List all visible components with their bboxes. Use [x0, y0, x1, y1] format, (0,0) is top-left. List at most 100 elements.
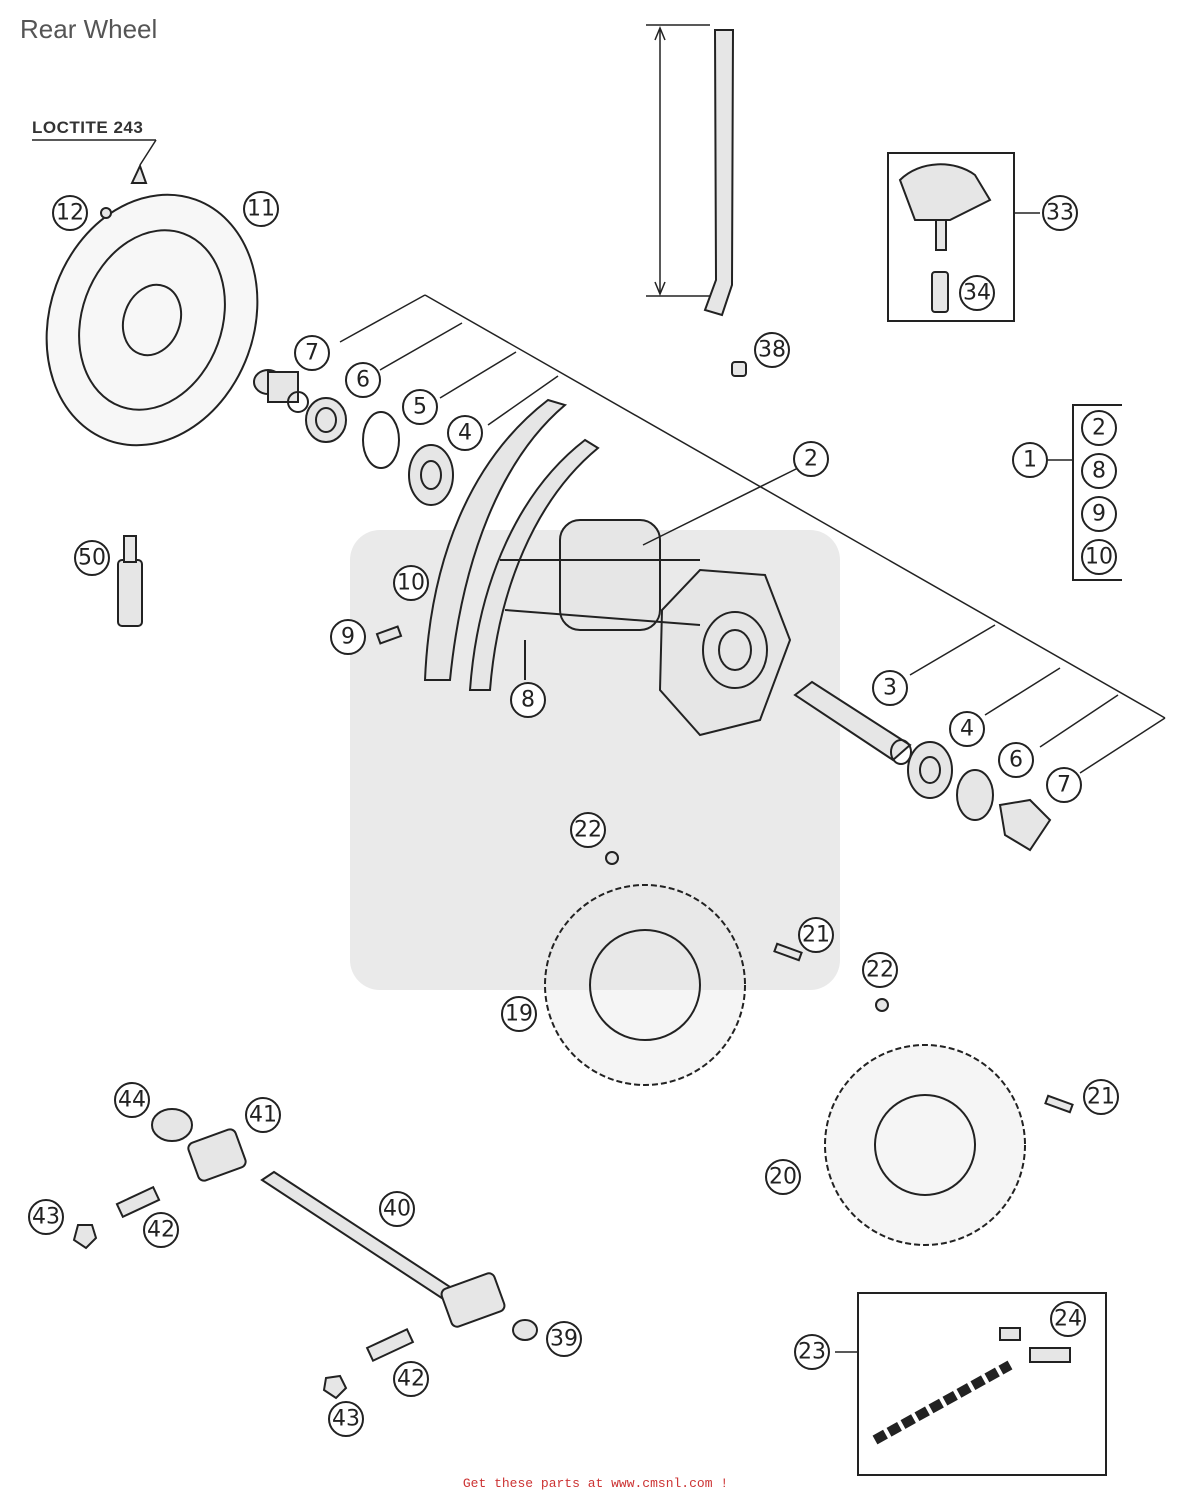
page-title: Rear Wheel: [20, 14, 158, 44]
callout-7: 7: [294, 335, 330, 371]
svg-text:41: 41: [249, 1103, 277, 1128]
callout-group-10: 10: [1081, 539, 1117, 575]
svg-text:6: 6: [356, 368, 370, 393]
callout-6-right: 6: [998, 742, 1034, 778]
callout-11: 11: [243, 191, 279, 227]
svg-text:20: 20: [769, 1165, 797, 1190]
svg-text:9: 9: [1092, 502, 1106, 527]
svg-text:9: 9: [341, 625, 355, 650]
svg-text:33: 33: [1046, 201, 1074, 226]
svg-text:43: 43: [32, 1205, 60, 1230]
callout-20: 20: [765, 1159, 801, 1195]
callout-22-right: 22: [862, 952, 898, 988]
svg-text:11: 11: [247, 197, 275, 222]
svg-text:12: 12: [56, 201, 84, 226]
plug: [731, 361, 747, 377]
callout-42: 42: [143, 1212, 179, 1248]
svg-text:4: 4: [960, 717, 974, 742]
svg-text:6: 6: [1009, 748, 1023, 773]
sprocket-20: [824, 998, 1074, 1246]
svg-text:4: 4: [458, 421, 472, 446]
spoke-nipple: [375, 625, 526, 680]
callout-39: 39: [546, 1321, 582, 1357]
callout-2: 2: [793, 441, 829, 477]
svg-text:21: 21: [1087, 1085, 1115, 1110]
callout-4-right: 4: [949, 711, 985, 747]
svg-text:19: 19: [505, 1002, 533, 1027]
callout-group-2: 2: [1081, 410, 1117, 446]
callout-40: 40: [379, 1191, 415, 1227]
callout-44: 44: [114, 1082, 150, 1118]
callout-50: 50: [74, 540, 110, 576]
callout-42-lower: 42: [393, 1361, 429, 1397]
group-bracket: [1048, 404, 1122, 581]
svg-text:39: 39: [550, 1327, 578, 1352]
loctite-bottle: [117, 535, 143, 627]
svg-text:2: 2: [804, 447, 818, 472]
callout-9: 9: [330, 619, 366, 655]
callout-7-right: 7: [1046, 767, 1082, 803]
leader-lines: [339, 294, 1166, 774]
svg-text:2: 2: [1092, 416, 1106, 441]
svg-text:34: 34: [963, 281, 991, 306]
svg-text:38: 38: [758, 338, 786, 363]
svg-text:1: 1: [1023, 448, 1037, 473]
svg-text:40: 40: [383, 1197, 411, 1222]
callout-1: 1: [1012, 442, 1048, 478]
svg-text:21: 21: [802, 923, 830, 948]
callout-41: 41: [245, 1097, 281, 1133]
svg-text:10: 10: [397, 571, 425, 596]
callout-34: 34: [959, 275, 995, 311]
callout-5: 5: [402, 389, 438, 425]
callout-21: 21: [798, 917, 834, 953]
svg-text:8: 8: [1092, 459, 1106, 484]
callout-19: 19: [501, 996, 537, 1032]
callout-group-8: 8: [1081, 453, 1117, 489]
brake-disc: [45, 193, 259, 447]
hub: [500, 519, 792, 737]
svg-text:3: 3: [883, 676, 897, 701]
svg-text:50: 50: [78, 546, 106, 571]
svg-text:5: 5: [413, 395, 427, 420]
callout-43: 43: [28, 1199, 64, 1235]
svg-text:42: 42: [147, 1218, 175, 1243]
loctite-leader: [32, 139, 157, 184]
chain-box: [835, 1292, 1107, 1476]
svg-text:42: 42: [397, 1367, 425, 1392]
hub-right-parts: [793, 680, 1052, 852]
svg-text:22: 22: [866, 958, 894, 983]
callout-6: 6: [345, 362, 381, 398]
svg-text:10: 10: [1085, 545, 1113, 570]
callout-38: 38: [754, 332, 790, 368]
callout-22: 22: [570, 812, 606, 848]
svg-text:44: 44: [118, 1088, 146, 1113]
chain-slider: [646, 24, 735, 317]
svg-text:22: 22: [574, 818, 602, 843]
svg-text:43: 43: [332, 1407, 360, 1432]
callout-group-9: 9: [1081, 496, 1117, 532]
footer-link-text: Get these parts at www.cmsnl.com !: [462, 1476, 729, 1491]
callout-4: 4: [447, 415, 483, 451]
callout-43-lower: 43: [328, 1401, 364, 1437]
callout-12: 12: [52, 195, 88, 231]
callout-21-right: 21: [1083, 1079, 1119, 1115]
svg-text:8: 8: [521, 688, 535, 713]
valve-box: [887, 152, 1040, 322]
callout-8: 8: [510, 682, 546, 718]
callout-24: 24: [1050, 1301, 1086, 1337]
svg-text:24: 24: [1054, 1307, 1082, 1332]
disc-bolt: [100, 207, 112, 219]
svg-text:7: 7: [305, 341, 319, 366]
svg-text:23: 23: [798, 1340, 826, 1365]
rim: [423, 398, 600, 691]
sprocket-19: [544, 851, 803, 1086]
callout-10: 10: [393, 565, 429, 601]
callout-33: 33: [1042, 195, 1078, 231]
loctite-label: LOCTITE 243: [32, 118, 144, 137]
callout-3: 3: [872, 670, 908, 706]
hub-left-parts: [253, 369, 454, 506]
svg-text:7: 7: [1057, 773, 1071, 798]
axle-assembly: [72, 1108, 538, 1400]
callout-23: 23: [794, 1334, 830, 1370]
